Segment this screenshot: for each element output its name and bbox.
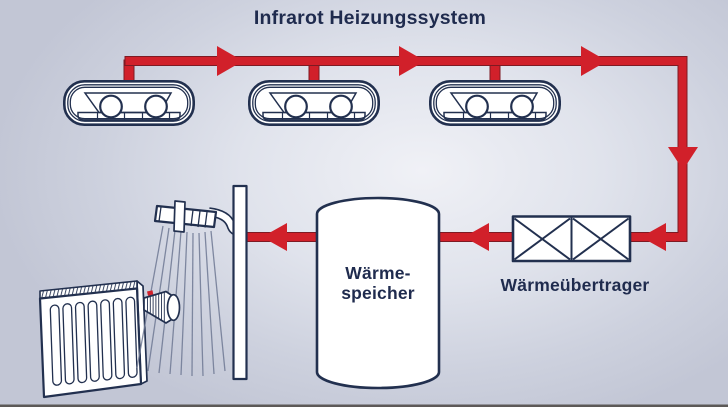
- storage-tank-label-line2: speicher: [341, 283, 415, 303]
- flow-arrows: [217, 46, 698, 251]
- shower-head: [153, 204, 218, 229]
- heat-exchanger-label: Wärmeübertrager: [500, 275, 650, 295]
- heat-exchanger-icon: [511, 215, 632, 263]
- radiator-icon: [38, 280, 148, 399]
- radiator-fins: [49, 296, 138, 386]
- flow-arrow-down: [668, 147, 698, 170]
- radiator-grille: [40, 281, 137, 299]
- flow-arrow-left-1: [641, 223, 666, 251]
- bottom-edge-strip: [0, 404, 728, 407]
- infrared-heater-panel-2: [248, 80, 380, 126]
- flow-arrow-left-2: [464, 223, 489, 251]
- flow-arrow-left-3: [262, 223, 287, 251]
- storage-tank-label-line1: Wärme-: [345, 263, 411, 283]
- infrared-heater-panel-3: [429, 80, 561, 126]
- infrared-heater-panel-1: [63, 80, 195, 126]
- flow-arrow-right-2: [399, 46, 425, 76]
- shower-icon: [153, 184, 248, 381]
- flow-arrow-right-3: [581, 46, 607, 76]
- thermostat-valve-icon: [143, 290, 181, 324]
- heat-storage-tank-icon: [315, 196, 441, 390]
- storage-tank-label: Wärme- speicher: [317, 263, 439, 303]
- shower-head-collar: [173, 200, 186, 233]
- shower-riser-pipe: [232, 184, 248, 381]
- thermostat-red-mark: [147, 290, 154, 296]
- flow-arrow-right-1: [217, 46, 243, 76]
- diagram-title: Infrarot Heizungssystem: [253, 7, 487, 29]
